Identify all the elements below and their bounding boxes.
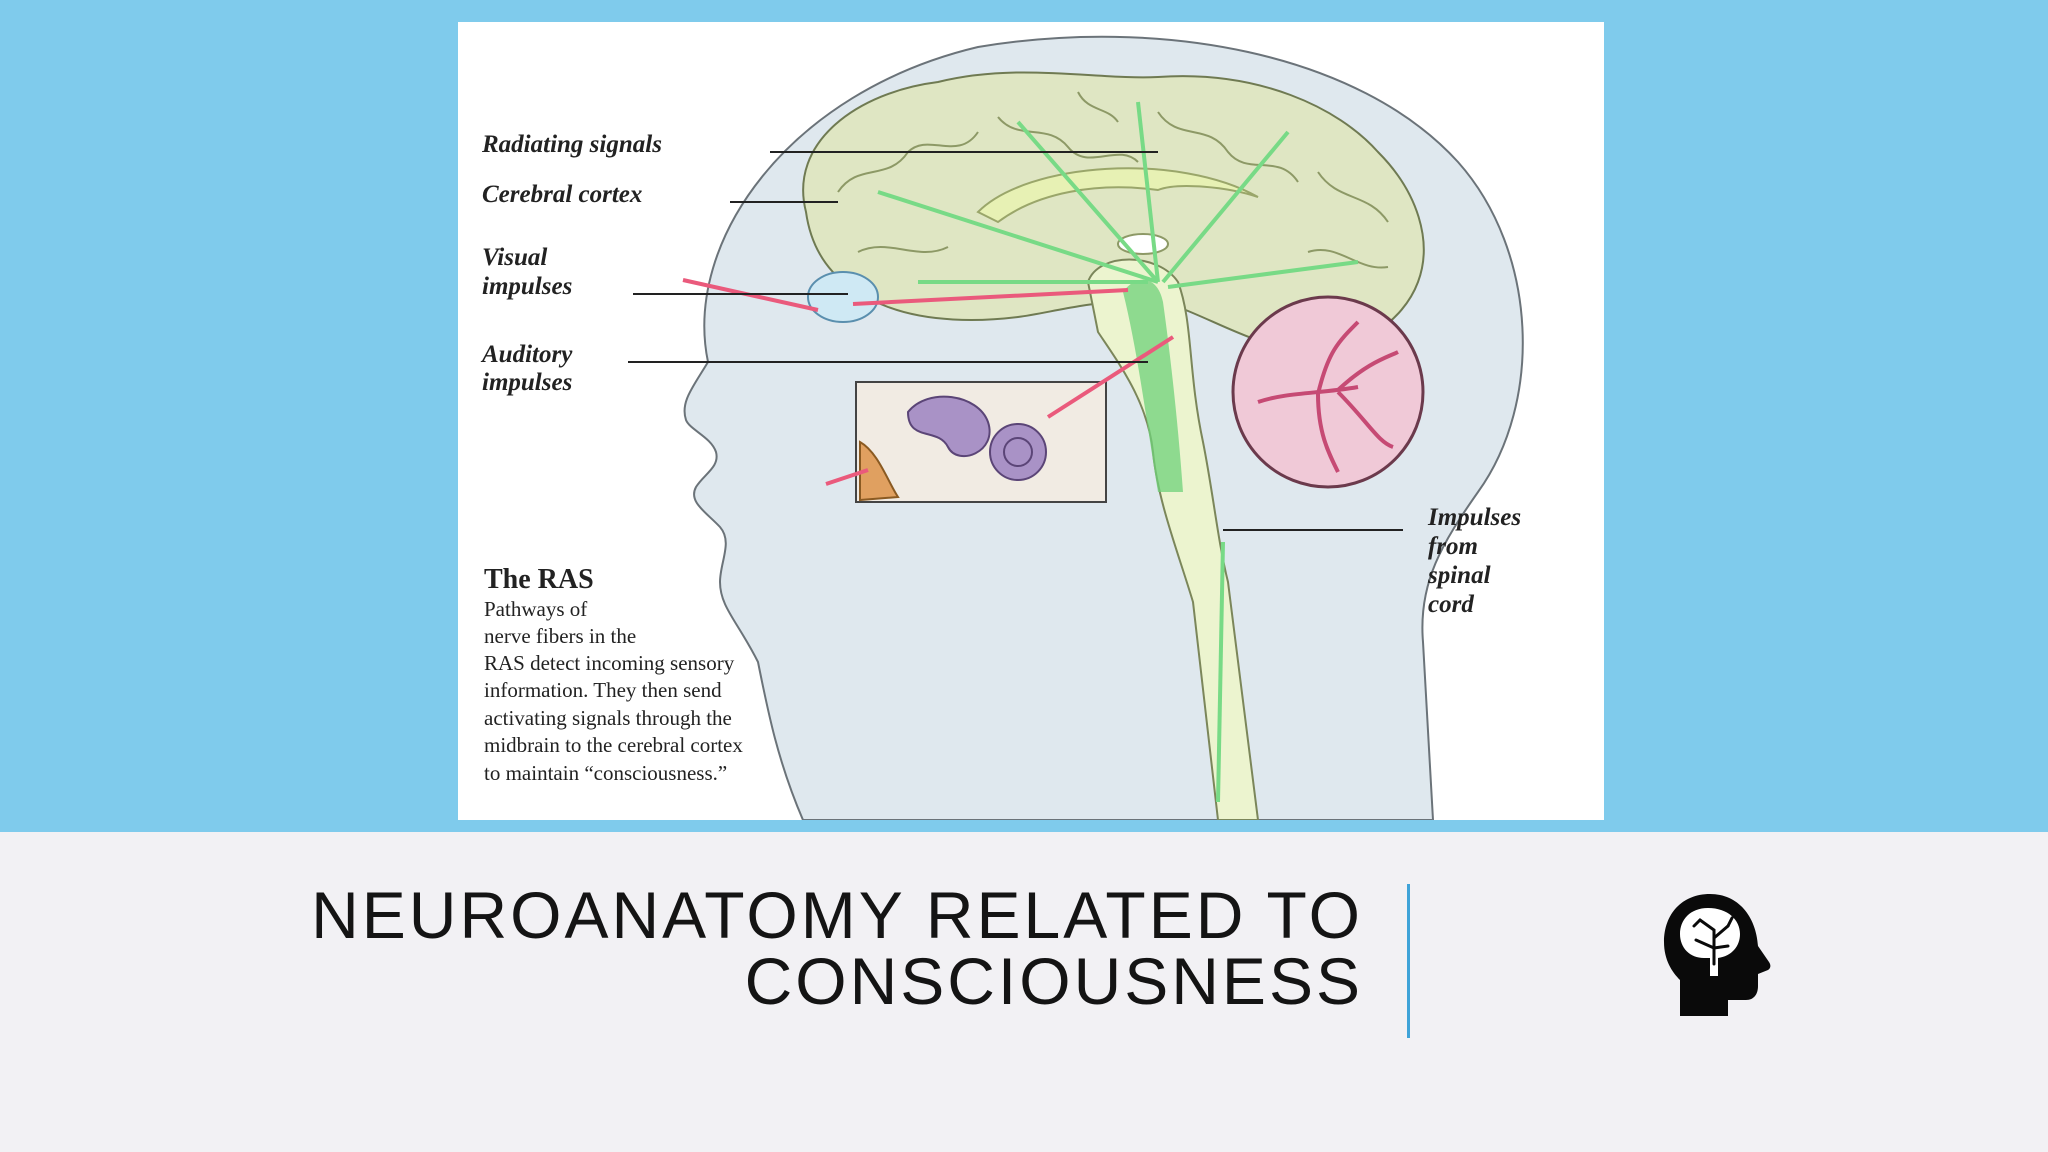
ras-caption-line: RAS detect incoming sensory (484, 651, 735, 675)
ear-inset (855, 381, 1107, 503)
slide-title-line-2: CONSCIOUSNESS (744, 944, 1363, 1018)
label-auditory-2: impulses (482, 369, 572, 396)
ras-caption-line: Pathways of (484, 597, 587, 621)
cochlea (989, 423, 1047, 481)
radiating-signal-arrows (877, 101, 1359, 803)
label-leader-lines (628, 151, 1403, 531)
ear-canal (859, 440, 900, 502)
label-radiating-signals: Radiating signals (481, 131, 662, 158)
ras-caption-title: The RAS (484, 564, 594, 595)
ras-caption-line: information. They then send (484, 678, 722, 702)
label-cerebral-cortex: Cerebral cortex (482, 181, 642, 208)
ras-caption-line: midbrain to the cerebral cortex (484, 733, 743, 757)
label-auditory-1: Auditory (480, 341, 573, 368)
slide-title: NEUROANATOMY RELATED TO CONSCIOUSNESS (263, 882, 1363, 1014)
eye (807, 271, 879, 323)
label-spinal-3: spinal (1427, 562, 1491, 589)
slide-title-line-1: NEUROANATOMY RELATED TO (311, 878, 1363, 952)
cochlea-spiral (1003, 437, 1033, 467)
ras-diagram: Radiating signals Cerebral cortex Visual… (480, 35, 1524, 820)
corpus-callosum (976, 167, 1259, 224)
ras-diagram-figure: Radiating signals Cerebral cortex Visual… (458, 22, 1604, 820)
label-visual-2: impulses (482, 273, 572, 300)
ras-caption-line: activating signals through the (484, 706, 732, 730)
ras-caption-line: to maintain “consciousness.” (484, 761, 727, 785)
label-spinal-1: Impulses (1427, 504, 1521, 531)
label-spinal-2: from (1428, 533, 1478, 560)
cerebellum-arbor (1257, 320, 1399, 473)
head-brain-icon (1660, 890, 1772, 1020)
label-visual-1: Visual (482, 244, 547, 271)
ear-vestibule (906, 395, 991, 458)
label-spinal-4: cord (1428, 591, 1474, 618)
ras-pathway (1123, 279, 1183, 492)
title-divider (1407, 884, 1410, 1038)
ras-caption-line: nerve fibers in the (484, 624, 636, 648)
